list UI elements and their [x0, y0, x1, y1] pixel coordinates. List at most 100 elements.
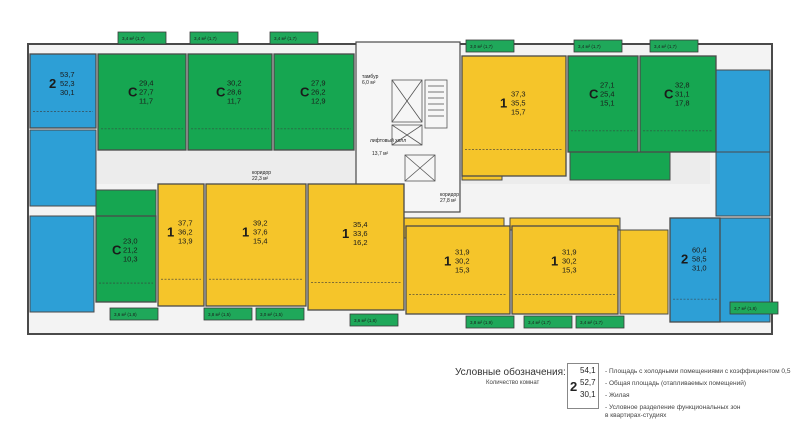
- legend-title: Условные обозначения:: [455, 367, 566, 378]
- apartment-area-value: 37,6: [253, 227, 268, 236]
- apartment-area-value: 25,4: [600, 89, 615, 98]
- apartment-rooms: С: [589, 86, 599, 101]
- balcony-area: [255, 307, 305, 321]
- apartment-area-value: 27,9: [311, 78, 326, 87]
- balcony-label: 3,4 м² (1,7): [274, 36, 297, 41]
- apartment-area-value: 35,4: [353, 220, 368, 229]
- apartment-area: [157, 183, 205, 307]
- balcony-label: 3,8 м² (1,9): [470, 320, 493, 325]
- balcony-label: 3,4 м² (1,7): [654, 44, 677, 49]
- apartment-area-value: 31,9: [455, 247, 470, 256]
- apartment-annex: [569, 151, 671, 181]
- apartment-area-value: 35,5: [511, 99, 526, 108]
- apartment-rooms: 1: [444, 253, 451, 268]
- legend-value-living: 30,1: [580, 390, 596, 399]
- apartment-rooms: С: [300, 84, 310, 99]
- balcony-label: 3,8 м² (1,5): [208, 312, 231, 317]
- apartment-area-value: 29,4: [139, 78, 154, 87]
- legend-desc-total: - Общая площадь (отапливаемых помещений): [605, 380, 747, 387]
- apartment-area-value: 37,7: [178, 218, 193, 227]
- apartment-area-value: 13,9: [178, 236, 193, 245]
- apartment-area-value: 10,3: [123, 255, 138, 264]
- apartment-area: [461, 55, 567, 177]
- apartment-area-value: 36,2: [178, 227, 193, 236]
- balcony-area: [349, 313, 399, 327]
- apartment-area-value: 15,4: [253, 236, 268, 245]
- legend: Условные обозначения: Количество комнат …: [455, 363, 795, 431]
- apartment-area-value: 39,2: [253, 218, 268, 227]
- balcony-area: [573, 39, 623, 53]
- legend-value-cold: 54,1: [580, 366, 596, 375]
- balconies-layer: 3,4 м² (1,7) 3,4 м² (1,7) 3,4 м² (1,7) 3,0 …: [109, 31, 779, 329]
- apartment-area-value: 16,2: [353, 238, 368, 247]
- balcony: 3,6 м² (1,8): [109, 307, 159, 321]
- apartment-area-value: 33,6: [353, 229, 368, 238]
- apartment: С27,125,415,1: [567, 55, 639, 153]
- apartment-area-value: 17,8: [675, 98, 690, 107]
- apartment-area: [405, 225, 511, 315]
- balcony-area: [189, 31, 239, 45]
- apartment-rooms: 1: [551, 253, 558, 268]
- balcony-label: 3,0 м² (1,5): [260, 312, 283, 317]
- apartment-area-value: 37,3: [511, 90, 526, 99]
- apartment-area: [29, 53, 97, 129]
- balcony-area: [269, 31, 319, 45]
- apartment-area-value: 11,7: [227, 96, 241, 105]
- apartment-area-value: 52,3: [60, 79, 75, 88]
- balcony: 3,8 м² (1,9): [465, 315, 515, 329]
- lift-hall-label: лифтовый холл: [370, 137, 406, 144]
- balcony: 3,4 м² (1,7): [573, 39, 623, 53]
- apartment-area-value: 27,7: [139, 87, 154, 96]
- apartment-annex: [619, 229, 669, 315]
- apartment-area-value: 30,2: [455, 256, 470, 265]
- apartment-area-value: 15,1: [600, 98, 615, 107]
- apartment: С30,228,611,7: [187, 53, 273, 151]
- balcony-label: 3,4 м² (1,7): [194, 36, 217, 41]
- legend-sample-box: [567, 363, 599, 409]
- apartment-area-value: 60,4: [692, 246, 707, 255]
- balcony-label: 3,6 м² (1,8): [114, 312, 137, 317]
- legend-desc-zones: - Условное разделение функциональных зон: [605, 404, 741, 411]
- apartment-area-value: 21,2: [123, 246, 138, 255]
- apartment-area-value: 53,7: [60, 70, 75, 79]
- apartment: С29,427,711,7: [97, 53, 187, 151]
- balcony: 3,4 м² (1,7): [575, 315, 625, 329]
- apartment: 135,433,616,2: [307, 183, 405, 311]
- apartment-rooms: 2: [49, 76, 56, 91]
- balcony: 3,8 м² (1,5): [203, 307, 253, 321]
- apartment-area: [511, 225, 619, 315]
- balcony: 3,0 м² (1,5): [255, 307, 305, 321]
- apartment-rooms: С: [128, 84, 138, 99]
- balcony-label: 3,4 м² (1,7): [578, 44, 601, 49]
- apartment-area-value: 31,9: [562, 247, 577, 256]
- apartment: 131,930,215,3: [405, 225, 511, 315]
- legend-desc-cold: - Площадь с холодными помещениями с коэф…: [605, 368, 791, 375]
- balcony-label: 3,4 м² (1,7): [580, 320, 603, 325]
- apartment-rooms: С: [112, 243, 122, 258]
- balcony: 3,4 м² (1,7): [117, 31, 167, 45]
- tambur-area: 6,0 м²: [362, 80, 376, 86]
- balcony: 3,4 м² (1,7): [269, 31, 319, 45]
- apartment-rooms: 1: [500, 96, 507, 111]
- apartment-rooms: С: [664, 86, 674, 101]
- apartment: С27,926,212,9: [273, 53, 355, 151]
- apartment-area-value: 32,8: [675, 80, 690, 89]
- apartment-area: [97, 53, 187, 151]
- apartment-area-value: 23,0: [123, 237, 138, 246]
- balcony-label: 3,0 м² (1,7): [470, 44, 493, 49]
- apartment: С23,021,210,3: [95, 215, 157, 303]
- lift-hall-area: 13,7 м²: [372, 151, 389, 157]
- balcony: 3,0 м² (1,7): [465, 39, 515, 53]
- balcony-area: [575, 315, 625, 329]
- apartment-rooms: С: [216, 84, 226, 99]
- apartment-rooms: 1: [242, 224, 249, 239]
- stairwell: [391, 79, 448, 182]
- apartment-area-value: 11,7: [139, 96, 153, 105]
- corridor-right-area: 27,8 м²: [440, 198, 457, 204]
- corridor-right-label: коридор: [440, 192, 459, 198]
- apartment-area: [273, 53, 355, 151]
- apartment-area-value: 31,1: [675, 89, 690, 98]
- balcony-area: [523, 315, 573, 329]
- apartment-annex: [715, 151, 771, 217]
